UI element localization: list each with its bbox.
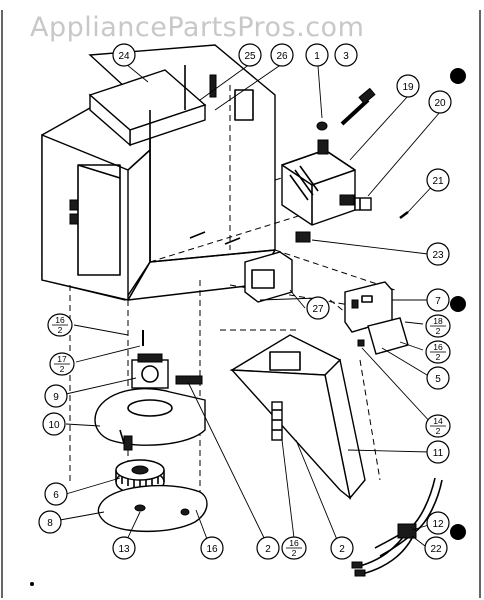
motor-bracket [175, 375, 203, 385]
svg-text:16: 16 [433, 342, 443, 352]
connector [354, 197, 372, 211]
svg-text:17: 17 [57, 354, 67, 364]
callout-23: 23 [426, 242, 450, 266]
svg-text:2: 2 [292, 548, 297, 558]
registration-dot [450, 524, 466, 540]
thermal-cutout [295, 231, 311, 243]
capacitor [244, 251, 293, 303]
callout-24: 24 [112, 43, 136, 67]
callout-27: 27 [306, 296, 330, 320]
svg-text:16: 16 [55, 315, 65, 325]
callout-14-over-2: 14 2 [425, 414, 451, 438]
watermark-text: AppliancePartsPros.com [30, 12, 365, 43]
callout-17-over-2: 17 2 [49, 352, 75, 376]
svg-text:2: 2 [58, 325, 63, 335]
svg-text:25: 25 [244, 51, 256, 62]
base-plate [97, 484, 208, 533]
air-duct [229, 334, 366, 500]
registration-dot [450, 296, 466, 312]
svg-text:3: 3 [343, 51, 349, 62]
callout-16-over-2-bottom: 16 2 [281, 536, 307, 560]
registration-dot [450, 68, 466, 84]
callout-25: 25 [238, 43, 262, 67]
callout-3: 3 [334, 43, 358, 67]
callout-6: 6 [44, 482, 68, 506]
corner-mark [30, 582, 34, 586]
svg-text:18: 18 [433, 316, 443, 326]
callout-10: 10 [42, 412, 66, 436]
callout-18-over-2: 18 2 [425, 314, 451, 338]
svg-text:10: 10 [48, 420, 60, 431]
callout-9: 9 [44, 384, 68, 408]
callout-7: 7 [426, 288, 450, 312]
callout-16-over-2-right: 16 2 [425, 340, 451, 364]
svg-text:14: 14 [433, 416, 443, 426]
svg-text:2: 2 [436, 426, 441, 436]
cabinet-chassis [41, 44, 276, 301]
svg-text:24: 24 [118, 51, 130, 62]
magnetron [281, 139, 356, 226]
svg-text:22: 22 [430, 544, 442, 555]
callout-20: 20 [428, 90, 452, 114]
callout-2-left: 2 [256, 536, 280, 560]
svg-text:5: 5 [435, 374, 441, 385]
fan-motor [131, 330, 169, 389]
fan-housing [94, 388, 206, 451]
svg-text:12: 12 [432, 519, 444, 530]
svg-text:11: 11 [433, 448, 444, 459]
callout-8: 8 [38, 510, 62, 534]
callout-26: 26 [270, 43, 294, 67]
callout-11: 11 [426, 440, 450, 464]
svg-text:2: 2 [60, 364, 65, 374]
svg-text:20: 20 [434, 98, 446, 109]
svg-text:13: 13 [118, 544, 130, 555]
svg-text:2: 2 [339, 544, 345, 555]
svg-text:8: 8 [47, 518, 53, 529]
callout-12: 12 [426, 511, 450, 535]
svg-text:1: 1 [314, 51, 320, 62]
svg-text:2: 2 [436, 326, 441, 336]
svg-text:2: 2 [436, 352, 441, 362]
callout-19: 19 [396, 74, 420, 98]
svg-text:27: 27 [312, 304, 324, 315]
callout-21: 21 [426, 168, 450, 192]
callout-13: 13 [112, 536, 136, 560]
svg-text:6: 6 [53, 490, 59, 501]
callout-2-right: 2 [330, 536, 354, 560]
svg-text:23: 23 [432, 250, 444, 261]
svg-text:16: 16 [289, 538, 299, 548]
svg-text:2: 2 [265, 544, 271, 555]
svg-text:7: 7 [435, 296, 441, 307]
svg-text:9: 9 [53, 392, 59, 403]
screws [316, 87, 409, 219]
svg-text:26: 26 [276, 51, 288, 62]
svg-text:21: 21 [432, 176, 444, 187]
callout-22: 22 [424, 536, 448, 560]
callout-5: 5 [426, 366, 450, 390]
callout-1: 1 [305, 43, 329, 67]
svg-text:19: 19 [402, 82, 414, 93]
callout-16: 16 [200, 536, 224, 560]
svg-text:16: 16 [206, 544, 218, 555]
callout-16-over-2-left: 16 2 [47, 313, 73, 337]
wire-harness [351, 477, 443, 577]
control-board [344, 281, 409, 355]
